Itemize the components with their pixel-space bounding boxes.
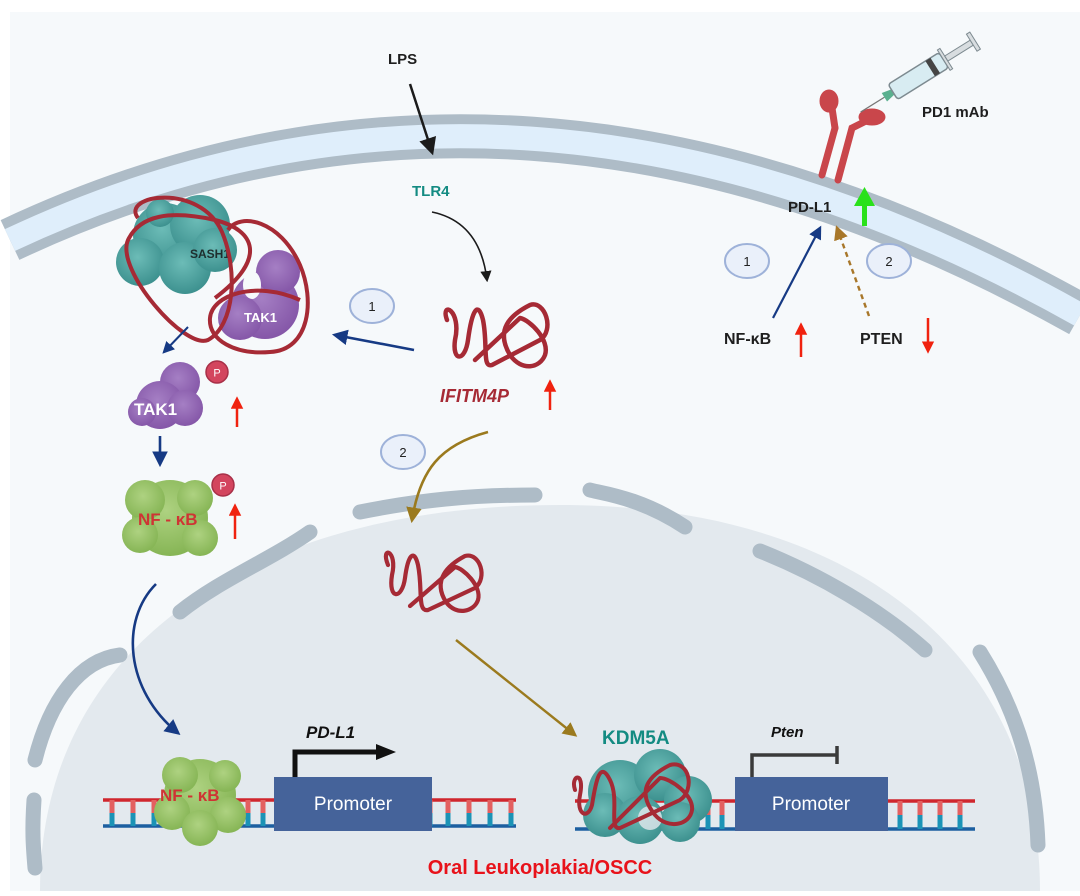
dna-rung-bottom xyxy=(245,813,251,826)
dna-rung-bottom xyxy=(445,813,451,826)
promoter-left-box xyxy=(274,777,432,831)
tak1-protein-icon xyxy=(128,362,203,429)
svg-text:2: 2 xyxy=(885,254,892,269)
plasma-membrane xyxy=(0,114,1080,335)
ifitm4p-to-kdm5a-arrow xyxy=(455,639,578,737)
dna-rung-top xyxy=(957,801,963,815)
tak1-label: TAK1 xyxy=(134,400,177,419)
dna-rung-bottom xyxy=(466,813,472,826)
promoter-right-label: Promoter xyxy=(772,794,851,815)
dna-rung-top xyxy=(897,801,903,815)
ifitm4p-label: IFITM4P xyxy=(440,386,510,406)
lps-arrow xyxy=(408,83,437,156)
dna-rung-top xyxy=(130,800,136,813)
pathway1-arrow-to-complex xyxy=(331,329,415,352)
dna-rung-top xyxy=(245,800,251,813)
tlr4-to-ifitm4p-arrow xyxy=(431,211,492,283)
dna-rung-top xyxy=(466,800,472,813)
step-badge-right-1: 1 xyxy=(724,243,770,279)
nfkb-phospho-badge-icon: P xyxy=(211,473,235,497)
sash1-protein-icon xyxy=(116,195,237,294)
svg-text:P: P xyxy=(213,368,220,380)
dna-rung-top xyxy=(151,800,157,813)
pd1-mab-label: PD1 mAb xyxy=(922,104,989,121)
dna-rung-bottom xyxy=(260,813,266,826)
pdl1-gene-label: PD-L1 xyxy=(306,723,355,742)
pathway2-arrow-to-nucleus xyxy=(406,430,489,524)
dna-rung-bottom xyxy=(957,815,963,829)
svg-text:P: P xyxy=(219,481,226,493)
dna-rung-bottom xyxy=(487,813,493,826)
svg-text:1: 1 xyxy=(743,254,750,269)
dna-rung-bottom xyxy=(130,813,136,826)
dna-rung-top xyxy=(508,800,514,813)
nfkb-cyto-protein-icon xyxy=(122,480,218,556)
ifitm4p-kdm5a-bound-icon xyxy=(571,762,695,830)
nfkb-summary-label: NF-κB xyxy=(724,331,771,348)
dna-rung-bottom xyxy=(937,815,943,829)
dna-rung-top xyxy=(937,801,943,815)
promoter-right-box xyxy=(735,777,888,831)
pten-to-pdl1-dashed-arrow xyxy=(834,225,871,317)
dna-rung-bottom xyxy=(897,815,903,829)
ifitm4p-nuclear-lncrna-icon xyxy=(383,550,484,613)
dna-rung-bottom xyxy=(917,815,923,829)
svg-text:1: 1 xyxy=(368,299,375,314)
dna-rung-bottom xyxy=(705,815,711,829)
tak1-complex-label: TAK1 xyxy=(244,310,277,325)
dna-rung-bottom xyxy=(109,813,115,826)
sash1-label: SASH1 xyxy=(190,247,230,261)
dna-rung-top xyxy=(917,801,923,815)
dna-rung-top xyxy=(260,800,266,813)
tak1-complex-protein-icon xyxy=(218,250,300,340)
nfkb-to-pdl1-arrow xyxy=(772,225,822,319)
sash1-tak1-complex: SASH1 TAK1 xyxy=(116,195,310,355)
complex-to-tak1-arrow xyxy=(162,326,189,354)
pdl1-surface-label: PD-L1 xyxy=(788,199,831,216)
pten-summary-label: PTEN xyxy=(860,331,903,348)
ifitm4p-lncrna-icon xyxy=(443,302,550,369)
nfkb-cyto-label: NF - κB xyxy=(138,510,198,529)
dna-rung-top xyxy=(719,801,725,815)
pdl1-up-arrow-icon xyxy=(854,187,875,226)
nfkb-nuclear-translocation-arrow xyxy=(131,583,181,735)
tak1-phospho-badge-icon: P xyxy=(205,360,229,384)
pten-repression-bar-icon xyxy=(750,753,837,777)
step-badge-left-2: 2 xyxy=(380,434,426,470)
nfkb-nuclear-protein-icon xyxy=(154,757,246,846)
dna-rung-bottom xyxy=(508,813,514,826)
pdl1-transcription-arrow xyxy=(292,749,380,777)
dna-rung-bottom xyxy=(151,813,157,826)
disease-label: Oral Leukoplakia/OSCC xyxy=(428,857,653,879)
dna-rung-bottom xyxy=(719,815,725,829)
kdm5a-label: KDM5A xyxy=(602,728,670,749)
svg-text:2: 2 xyxy=(399,445,406,460)
step-badge-right-2: 2 xyxy=(866,243,912,279)
dna-rung-top xyxy=(487,800,493,813)
nfkb-nuclear-label: NF - κB xyxy=(160,786,220,805)
promoter-left-label: Promoter xyxy=(314,794,393,815)
lps-label: LPS xyxy=(388,51,417,68)
tlr4-label: TLR4 xyxy=(412,183,450,200)
pdl1-receptor-icon xyxy=(818,89,886,184)
syringe-icon xyxy=(860,31,982,113)
dna-rung-top xyxy=(445,800,451,813)
dna-rung-top xyxy=(109,800,115,813)
pten-gene-label: Pten xyxy=(771,724,804,741)
nuclear-envelope xyxy=(25,482,1046,876)
ifitm4p-wrapping-icon xyxy=(124,195,310,355)
step-badge-left-1: 1 xyxy=(349,288,395,324)
